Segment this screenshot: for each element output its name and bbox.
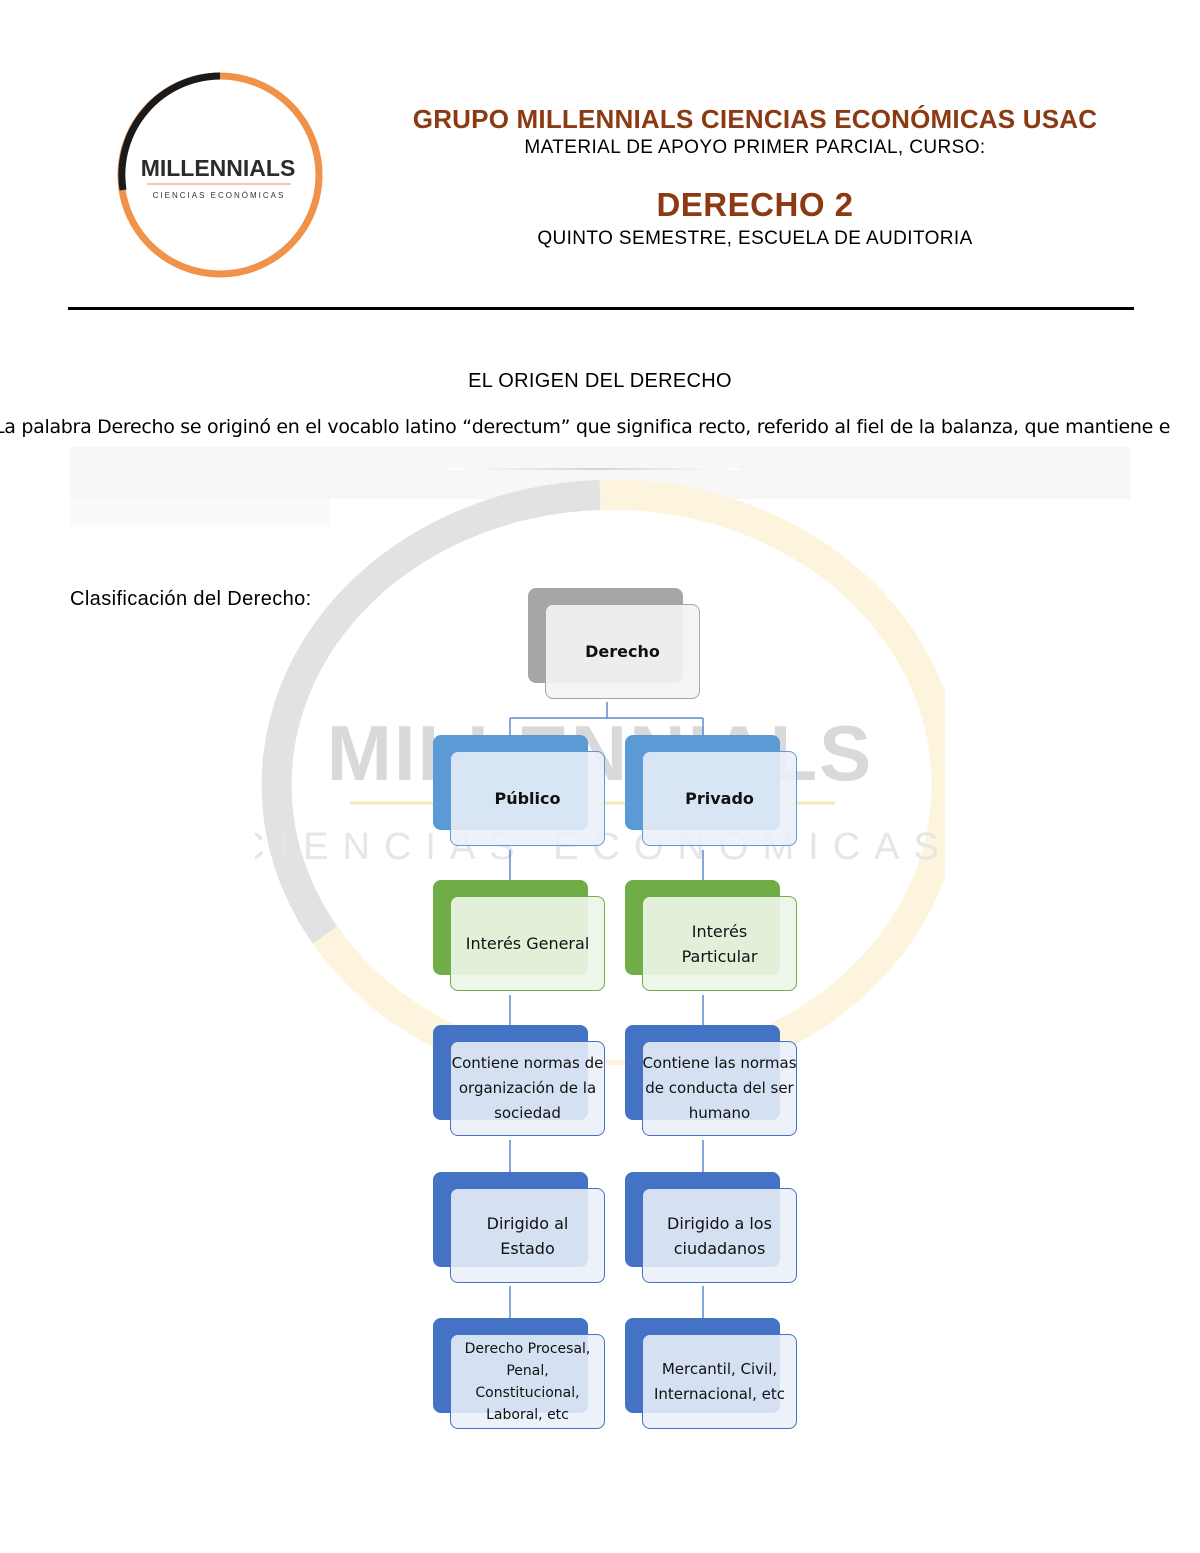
blurred-divider <box>450 468 740 470</box>
material-subtitle: MATERIAL DE APOYO PRIMER PARCIAL, CURSO: <box>524 137 986 158</box>
node-derecho-privado-ramas-label: Mercantil, Civil, Internacional, etc <box>654 1359 785 1403</box>
node-privado-label: Privado <box>685 789 754 808</box>
classification-title: Clasificación del Derecho: <box>70 588 312 610</box>
blurred-text-area-tail <box>70 499 330 527</box>
header-divider <box>68 307 1134 310</box>
group-title: GRUPO MILLENNIALS CIENCIAS ECONÓMICAS US… <box>412 104 1098 134</box>
node-derecho-publico-ramas-label: Derecho Procesal, Penal, Constitucional,… <box>464 1340 591 1423</box>
node-interes-general-label: Interés General <box>465 934 590 953</box>
node-derecho-label: Derecho <box>585 642 660 661</box>
node-interes-particular-label: Interés Particular <box>681 921 758 966</box>
node-dirigido-estado-label: Dirigido al Estado <box>486 1213 569 1258</box>
millennials-logo: MILLENNIALS CIENCIAS ECONÓMICAS <box>117 72 323 278</box>
logo-wordmark: MILLENNIALS <box>141 155 296 181</box>
course-title: DERECHO 2 <box>656 186 854 223</box>
node-normas-sociedad-label: Contiene normas de organización de la so… <box>451 1054 604 1122</box>
logo-tagline: CIENCIAS ECONÓMICAS <box>153 191 286 200</box>
intro-paragraph: La palabra Derecho se originó en el voca… <box>0 416 1171 438</box>
semester-line: QUINTO SEMESTRE, ESCUELA DE AUDITORIA <box>537 228 973 249</box>
node-normas-conducta-label: Contiene las normas de conducta del ser … <box>642 1054 797 1122</box>
node-publico-label: Público <box>494 789 561 808</box>
node-dirigido-ciudadanos-label: Dirigido a los ciudadanos <box>667 1213 772 1258</box>
section-title: EL ORIGEN DEL DERECHO <box>468 370 732 392</box>
